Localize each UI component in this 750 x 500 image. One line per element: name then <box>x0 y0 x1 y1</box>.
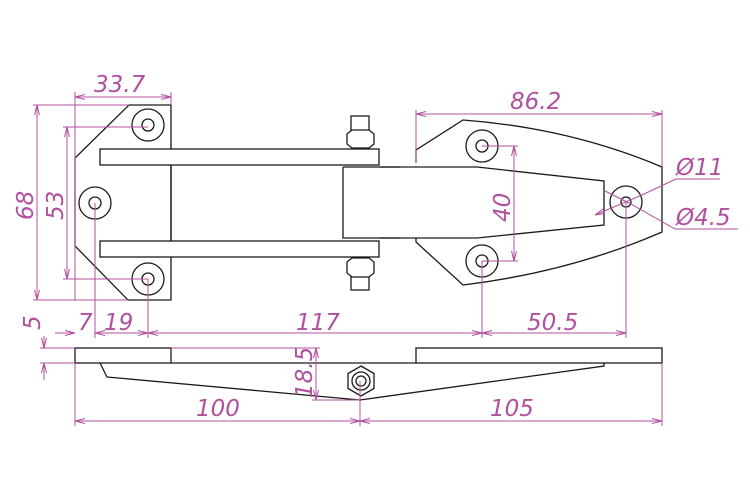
bottom-bolt <box>346 257 375 291</box>
center-block <box>170 165 400 241</box>
pivot-nut <box>347 365 375 397</box>
top-view <box>74 104 663 301</box>
dim-100: 100 <box>196 396 240 422</box>
dim-105: 105 <box>490 396 534 422</box>
hole-outer <box>131 108 165 142</box>
dim-53: 53 <box>43 191 69 220</box>
dim-19: 19 <box>104 310 133 336</box>
dim-18-5: 18.5 <box>292 347 318 398</box>
dim-33-7: 33.7 <box>94 72 146 98</box>
dim-diameter-11: Ø11 <box>675 155 723 181</box>
hole-inner <box>141 118 155 132</box>
right-plate-side <box>415 347 663 364</box>
dim-7: 7 <box>78 310 93 336</box>
left-plate-side <box>74 347 172 364</box>
tongue <box>379 166 605 239</box>
dimensions: 33.7 68 53 7 19 117 50.5 5 18.5 100 105 <box>13 72 738 426</box>
dim-68: 68 <box>13 191 39 220</box>
dim-117: 117 <box>296 310 340 336</box>
dim-40: 40 <box>490 193 516 222</box>
lower-arm <box>99 240 380 258</box>
dim-50-5: 50.5 <box>527 310 578 336</box>
dim-diameter-4-5: Ø4.5 <box>675 205 731 231</box>
dim-86-2: 86.2 <box>510 89 561 115</box>
right-mounting-plate <box>415 119 663 286</box>
top-bolt <box>346 115 375 149</box>
side-view <box>74 347 663 401</box>
upper-arm <box>99 148 380 166</box>
dim-5: 5 <box>20 315 46 330</box>
